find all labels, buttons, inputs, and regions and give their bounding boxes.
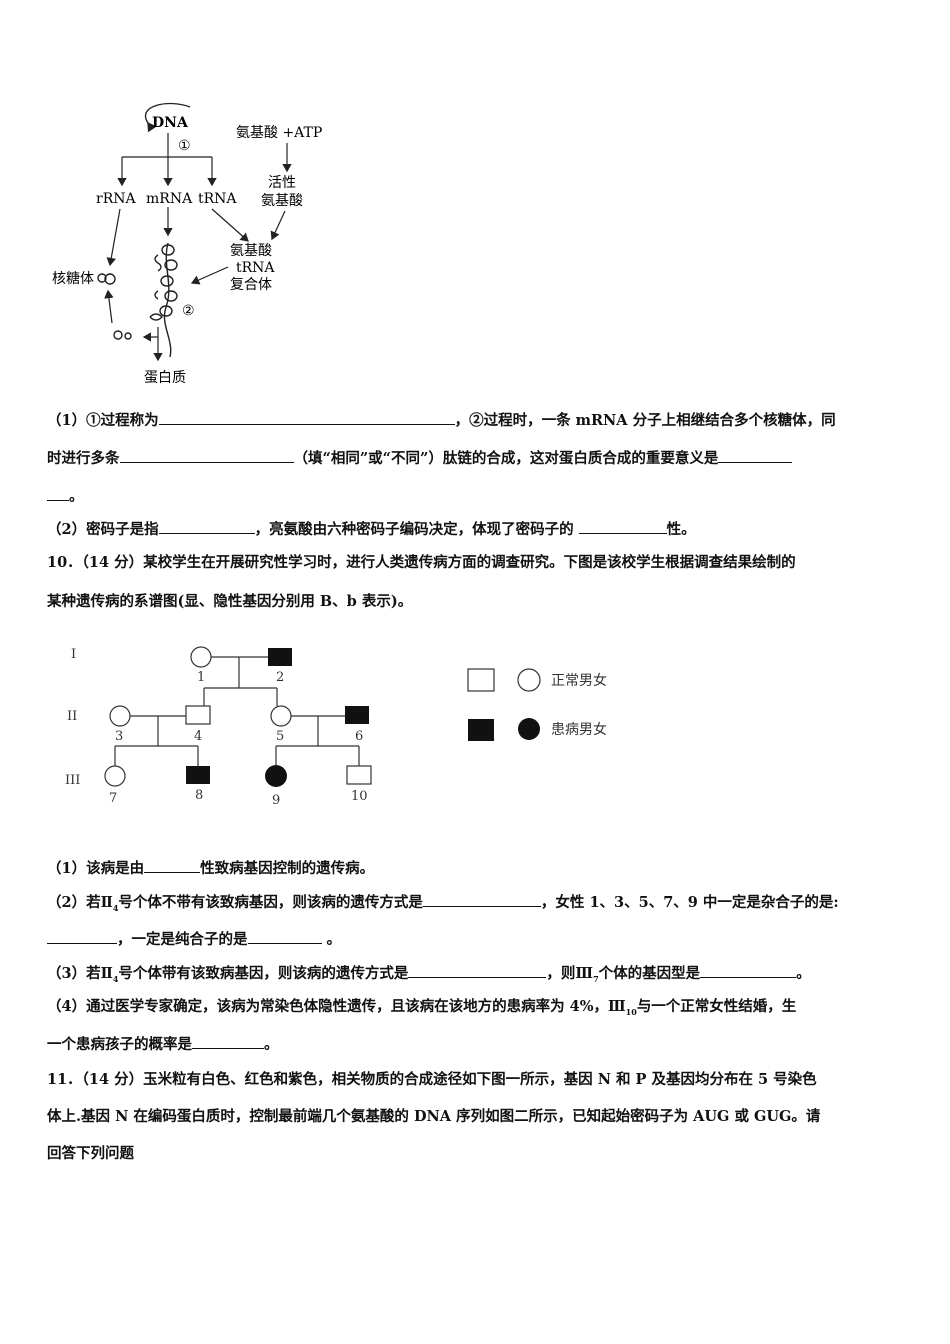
id-label: 3 <box>115 729 123 744</box>
legend-affected: 患病男女 <box>551 721 607 738</box>
gen-label-1: I <box>71 647 76 662</box>
q10-a4-cont: 一个患病孩子的概率是。 <box>47 1034 279 1053</box>
q10-a1: （1）该病是由性致病基因控制的遗传病。 <box>47 858 375 877</box>
answer-blank[interactable] <box>192 1034 264 1049</box>
individual-6 <box>345 706 369 724</box>
released-ribosome-icon <box>113 330 132 340</box>
legend-normal: 正常男女 <box>551 672 607 689</box>
complex-label-1: 氨基酸 <box>230 242 272 259</box>
step1-label: ① <box>178 138 191 154</box>
ribosome-label: 核糖体 <box>52 271 94 287</box>
protein-label: 蛋白质 <box>144 370 186 386</box>
id-label: 6 <box>355 729 363 744</box>
mrna-label: mRNA <box>146 191 193 207</box>
individual-8 <box>186 766 210 784</box>
q10-a2: （2）若Ⅱ4号个体不带有该致病基因，则该病的遗传方式是，女性 1、3、5、7、9… <box>47 892 839 913</box>
rrna-label: rRNA <box>96 191 136 207</box>
q10-line1: 10．（14 分）某校学生在开展研究性学习时，进行人类遗传病方面的调查研究。下图… <box>47 554 796 571</box>
q10-a3: （3）若Ⅱ4号个体带有该致病基因，则该病的遗传方式是，则Ⅲ7个体的基因型是。 <box>47 963 811 984</box>
q10-a2-cont: ，一定是纯合子的是 。 <box>47 929 907 950</box>
id-label: 2 <box>276 670 284 685</box>
replication-arrow <box>144 102 191 133</box>
answer-blank[interactable] <box>158 519 255 534</box>
answer-blank[interactable] <box>578 519 667 534</box>
pedigree-chart: I II III 1 2 3 4 5 6 7 8 9 10 正常男女 患病男女 <box>65 646 607 808</box>
q10-a4: （4）通过医学专家确定，该病为常染色体隐性遗传，且该病在该地方的患病率为 4%，… <box>47 998 797 1017</box>
active-aa-label-1: 活性 <box>268 175 296 191</box>
answer-blank[interactable] <box>718 448 793 463</box>
q11-line3: 回答下列问题 <box>47 1145 134 1162</box>
id-label: 5 <box>276 729 284 744</box>
id-label: 1 <box>197 670 205 685</box>
id-label: 8 <box>195 788 203 803</box>
q9-line3: 。 <box>47 486 907 507</box>
answer-blank[interactable] <box>119 448 294 463</box>
q9-line1: （1）①过程称为，②过程时，一条 mRNA 分子上相继结合多个核糖体，同 <box>47 410 836 429</box>
individual-2 <box>268 648 292 666</box>
active-aa-label-2: 氨基酸 <box>261 192 303 209</box>
q11-line1: 11．（14 分）玉米粒有白色、红色和紫色，相关物质的合成途径如下图一所示，基因… <box>47 1071 817 1088</box>
id-label: 4 <box>194 729 202 744</box>
q9-line2: 时进行多条（填“相同”或“不同”）肽链的合成，这对蛋白质合成的重要意义是 <box>47 448 907 469</box>
answer-blank[interactable] <box>422 892 541 907</box>
answer-blank[interactable] <box>247 929 322 944</box>
answer-blank[interactable] <box>408 963 547 978</box>
complex-label-3: 复合体 <box>230 276 272 293</box>
complex-label-2: tRNA <box>236 260 275 276</box>
ribosome-icon <box>97 273 116 285</box>
gen-label-3: III <box>65 773 80 788</box>
polysome <box>149 244 178 321</box>
pedigree-legend: 正常男女 患病男女 <box>467 668 607 741</box>
q11-line2: 体上.基因 N 在编码蛋白质时，控制最前端几个氨基酸的 DNA 序列如图二所示，… <box>47 1108 821 1125</box>
gene-expression-diagram: DNA ① rRNA mRNA tRNA 氨基酸 +ATP 活性 氨基酸 氨基酸… <box>52 102 322 386</box>
q9-line4: （2）密码子是指，亮氨酸由六种密码子编码决定，体现了密码子的 性。 <box>47 519 696 538</box>
step2-label: ② <box>182 303 195 319</box>
answer-blank[interactable] <box>700 963 797 978</box>
trna-label: tRNA <box>198 191 237 207</box>
answer-blank[interactable] <box>158 410 455 425</box>
individual-9 <box>265 765 287 787</box>
id-label: 9 <box>272 793 280 808</box>
answer-blank[interactable] <box>47 929 117 944</box>
id-label: 10 <box>351 789 368 804</box>
answer-blank[interactable] <box>47 486 69 501</box>
aa-atp-label: 氨基酸 +ATP <box>236 124 322 141</box>
gen-label-2: II <box>67 709 77 724</box>
q10-line2: 某种遗传病的系谱图(显、隐性基因分别用 B、b 表示)。 <box>47 593 413 610</box>
answer-blank[interactable] <box>144 858 201 873</box>
dna-label: DNA <box>152 115 189 131</box>
id-label: 7 <box>109 791 117 806</box>
